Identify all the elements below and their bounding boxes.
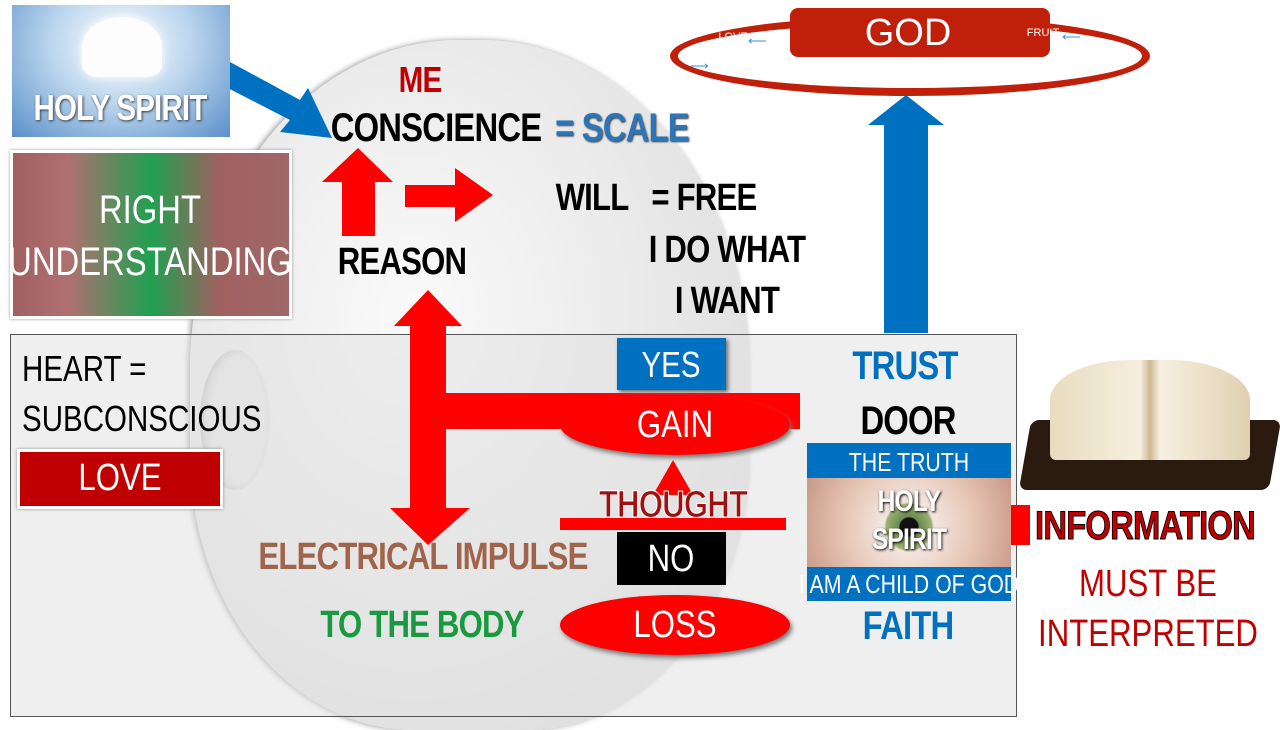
electrical-impulse-label: ELECTRICAL IMPULSE xyxy=(258,536,588,578)
loss-ellipse xyxy=(560,595,790,655)
red-arrow-down-impulse xyxy=(390,429,470,545)
loss-label: LOSS xyxy=(633,604,717,646)
holy-spirit-label: HOLY SPIRIT xyxy=(33,87,207,128)
do-what-label: I DO WHAT xyxy=(648,229,806,271)
information-label: INFORMATION xyxy=(1035,504,1257,548)
scale-label: = SCALE xyxy=(555,106,690,150)
eye-holy-label: HOLY xyxy=(877,485,942,518)
trust-label: TRUST xyxy=(852,344,958,388)
blue-arrow-up-to-god xyxy=(868,95,944,333)
understanding-label: UNDERSTANDING xyxy=(8,240,292,284)
fruit-label: FRUIT xyxy=(1026,27,1060,39)
child-label: I AM A CHILD OF GOD xyxy=(798,569,1020,599)
eye-image xyxy=(807,478,1011,567)
will-label: WILL = FREE xyxy=(555,177,758,219)
want-label: I WANT xyxy=(674,280,780,322)
yes-label: YES xyxy=(641,344,701,385)
door-label: DOOR xyxy=(860,399,956,443)
child-bar xyxy=(807,567,1011,601)
no-box xyxy=(617,532,726,585)
yes-box xyxy=(617,338,726,390)
arrow-right-icon: ⟶ xyxy=(690,58,709,73)
subconscious-label: SUBCONSCIOUS xyxy=(22,398,262,439)
conscience-label: CONSCIENCE xyxy=(330,106,542,150)
love-label: LOVE xyxy=(78,457,162,499)
truth-bar xyxy=(807,443,1011,478)
blue-arrow-to-conscience xyxy=(220,62,332,138)
reason-label: REASON xyxy=(337,241,467,283)
must-be-label: MUST BE xyxy=(1079,563,1217,605)
holy-spirit-image xyxy=(12,5,230,137)
arrow-left-icon: ⟵ xyxy=(1062,29,1081,44)
god-title: GOD xyxy=(864,12,952,54)
heart-label: HEART = xyxy=(22,348,147,389)
right-label: RIGHT xyxy=(98,188,202,232)
dove-icon xyxy=(82,17,162,77)
eye-spirit-label: SPIRIT xyxy=(871,523,947,556)
bible-pages xyxy=(1050,360,1250,460)
truth-label: THE TRUTH xyxy=(848,447,970,477)
gain-ellipse xyxy=(560,395,790,455)
arrow-left-icon: ⟵ xyxy=(748,33,767,48)
thought-label: THOUGHT xyxy=(598,484,748,526)
red-arrow-right-will xyxy=(405,168,493,222)
love-box xyxy=(17,449,223,509)
red-arrow-up-conscience xyxy=(322,148,393,236)
god-box xyxy=(790,8,1050,57)
interpreted-label: INTERPRETED xyxy=(1038,613,1258,655)
red-arrow-up-reason xyxy=(394,290,462,393)
to-the-body-label: TO THE BODY xyxy=(320,604,524,646)
faith-label: FAITH xyxy=(862,604,954,648)
right-understanding-box xyxy=(10,150,292,319)
thought-line xyxy=(560,518,786,530)
me-label: ME xyxy=(398,59,442,100)
red-arrow-up-thought xyxy=(653,460,693,495)
love-label: LOVE xyxy=(718,31,748,43)
gain-label: GAIN xyxy=(636,404,714,446)
word-label: WORD OF GOD xyxy=(726,67,808,79)
no-label: NO xyxy=(647,538,695,580)
